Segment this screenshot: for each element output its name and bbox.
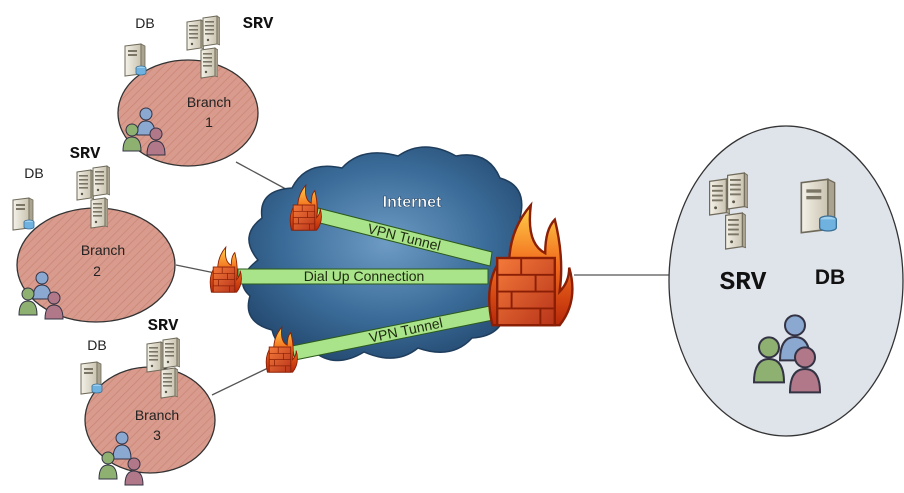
branch-1-db-label: DB [135,15,154,31]
hq-db-label: DB [815,266,845,289]
firewall-icon [209,246,242,293]
branch-1-label: Branch [187,94,231,110]
branch-1-srv-label: SRV [243,15,274,34]
server-icon [708,178,730,216]
server-icon [202,15,220,47]
branch-3-label: Branch [135,407,179,423]
db-icon [800,178,838,234]
branch-3-srv-label: SRV [148,317,179,336]
branch-2-number: 2 [93,263,101,279]
server-icon [726,172,748,210]
headquarters: SRV DB [668,125,904,437]
server-icon [162,337,180,369]
branch-2-db-label: DB [24,165,43,181]
server-icon [92,165,110,197]
branch-3-db-label: DB [87,337,106,353]
branch-2-srv-label: SRV [70,145,101,164]
server-icon [724,212,746,250]
branch-2: Branch 2 DB SRV [12,145,176,323]
db-icon [124,43,147,77]
db-icon [12,197,35,231]
server-icon [186,19,204,51]
db-icon [80,361,103,395]
tunnel-middle-label: Dial Up Connection [304,268,425,284]
tunnel-middle: Dial Up Connection [237,268,489,285]
branch-2-label: Branch [81,242,125,258]
server-icon [160,367,178,399]
branch-3: Branch 3 DB SRV [80,317,216,486]
hq-srv-label: SRV [720,267,767,297]
branch-3-number: 3 [153,427,161,443]
branch-1: Branch 1 DB SRV [117,15,274,167]
branch-1-number: 1 [205,114,213,130]
internet-label: Internet [383,194,442,211]
server-icon [200,47,218,79]
server-icon [146,341,164,373]
server-icon [76,169,94,201]
headquarters-ellipse [668,125,904,437]
server-icon [90,197,108,229]
